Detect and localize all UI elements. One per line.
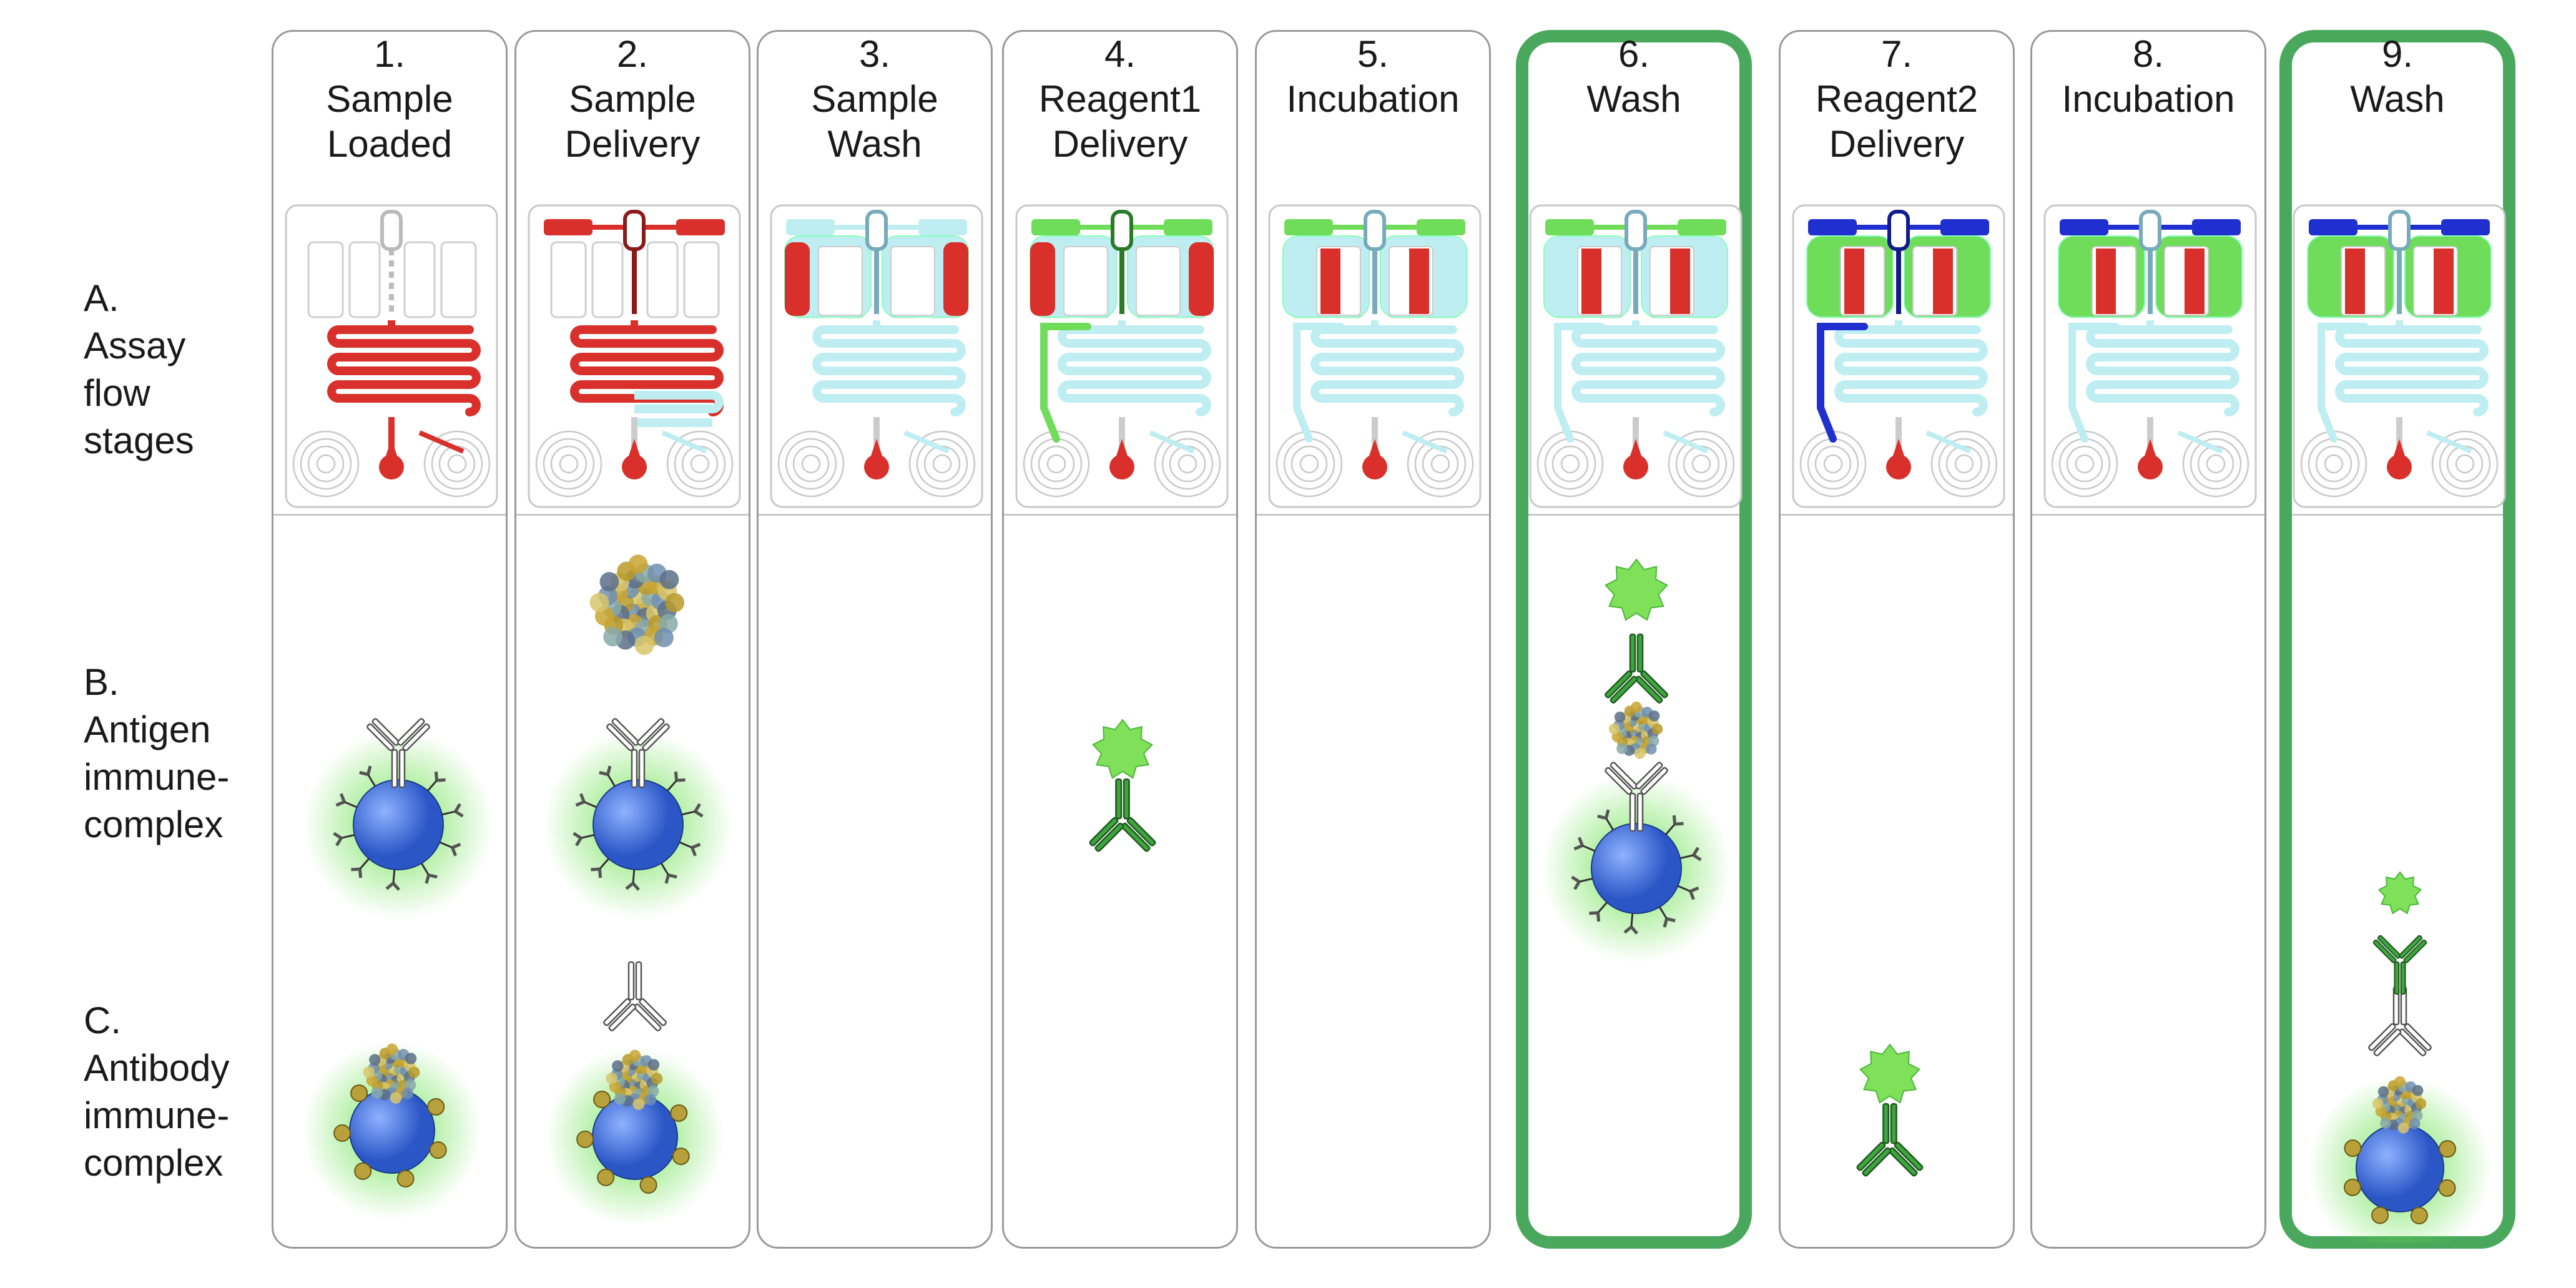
molecule-illustrations — [1089, 719, 1156, 852]
row-label-line: A. — [84, 277, 119, 319]
assay-chip-stage-3 — [770, 204, 983, 508]
step-title-line: Delivery — [1829, 123, 1965, 165]
step-title: 8.Incubation — [2032, 32, 2264, 122]
step-title-line: Delivery — [1052, 123, 1188, 165]
row-label-line: Assay — [84, 325, 186, 366]
row-label-line: complex — [84, 804, 224, 845]
row-label-line: flow — [84, 372, 150, 414]
chip-layout — [2293, 204, 2506, 508]
row-divider — [1781, 514, 2013, 516]
row-label-line: stages — [84, 420, 194, 461]
step-column-9: 9.Wash — [2279, 30, 2515, 1249]
step-title-line: Wash — [2350, 78, 2445, 120]
step-title-line: Incubation — [1286, 78, 1460, 120]
assay-chip-stage-8 — [2043, 204, 2257, 508]
row-divider — [516, 514, 749, 516]
step-number: 8. — [2132, 33, 2165, 75]
step-number: 4. — [1104, 33, 1136, 75]
molecule-illustrations — [543, 554, 733, 1226]
row-label-line: immune- — [84, 756, 230, 798]
step-title-line: Loaded — [327, 123, 453, 165]
step-title-line: Sample — [569, 78, 696, 120]
assay-chip-stage-5 — [1268, 204, 1482, 508]
assay-chip-stage-9 — [2293, 204, 2506, 508]
chip-layout — [1529, 204, 1743, 508]
step-title: 5.Incubation — [1257, 32, 1489, 122]
row-divider — [2032, 514, 2264, 516]
chip-layout — [1268, 204, 1482, 508]
row-label-assay-flow-stages: A. Assay flow stages — [84, 275, 194, 465]
step-number: 3. — [858, 33, 891, 75]
step-number: 5. — [1357, 33, 1389, 75]
molecule-illustrations — [759, 525, 995, 1243]
step-title-line: Reagent2 — [1815, 78, 1979, 120]
step-title-line: Incubation — [2062, 78, 2235, 120]
row-divider — [1528, 514, 1739, 516]
step-title-line: Reagent1 — [1038, 78, 1202, 120]
chip-layout — [1015, 204, 1229, 508]
step-title-line: Wash — [1586, 78, 1681, 120]
step-title-line: Sample — [811, 78, 938, 120]
chip-layout — [285, 204, 498, 508]
chip-layout — [528, 204, 741, 508]
step-number: 9. — [2381, 33, 2414, 75]
molecule-illustrations — [2032, 525, 2268, 1243]
chip-layout — [2043, 204, 2257, 508]
row-divider — [1004, 514, 1236, 516]
molecule-illustrations — [2308, 871, 2492, 1243]
step-column-6: 6.Wash — [1516, 30, 1752, 1249]
molecule-illustrations — [1856, 1043, 1924, 1177]
row-label-line: complex — [84, 1142, 224, 1184]
assay-chip-stage-7 — [1792, 204, 2005, 508]
row-divider — [273, 514, 506, 516]
assay-chip-stage-1 — [285, 204, 498, 508]
row-divider — [1257, 514, 1489, 516]
row-label-line: C. — [84, 1000, 121, 1041]
row-label-line: immune- — [84, 1094, 230, 1136]
step-number: 1. — [373, 33, 406, 75]
step-number: 6. — [1618, 33, 1650, 75]
step-number: 7. — [1880, 33, 1913, 75]
row-label-line: Antibody — [84, 1047, 230, 1089]
step-title-line: Wash — [827, 123, 922, 165]
chip-layout — [770, 204, 983, 508]
step-title: 6.Wash — [1528, 32, 1739, 122]
assay-chip-stage-4 — [1015, 204, 1229, 508]
molecule-illustrations — [303, 718, 493, 1220]
row-label-line: Antigen — [84, 709, 211, 750]
chip-layout — [1792, 204, 2005, 508]
step-title-line: Delivery — [564, 123, 701, 165]
row-divider — [759, 514, 991, 516]
assay-chip-stage-2 — [528, 204, 741, 508]
row-label-antibody-immune-complex: C. Antibody immune- complex — [84, 997, 230, 1187]
step-column-5: 5.Incubation — [1255, 30, 1491, 1249]
step-title-line: Sample — [326, 78, 453, 120]
assay-chip-stage-6 — [1529, 204, 1743, 508]
step-number: 2. — [616, 33, 649, 75]
step-title: 9.Wash — [2292, 32, 2503, 122]
row-label-line: B. — [84, 661, 119, 703]
row-label-antigen-immune-complex: B. Antigen immune- complex — [84, 659, 229, 848]
molecule-illustrations — [1541, 558, 1731, 963]
molecule-illustrations — [1257, 525, 1493, 1243]
step-column-8: 8.Incubation — [2030, 30, 2266, 1249]
row-divider — [2292, 514, 2503, 516]
